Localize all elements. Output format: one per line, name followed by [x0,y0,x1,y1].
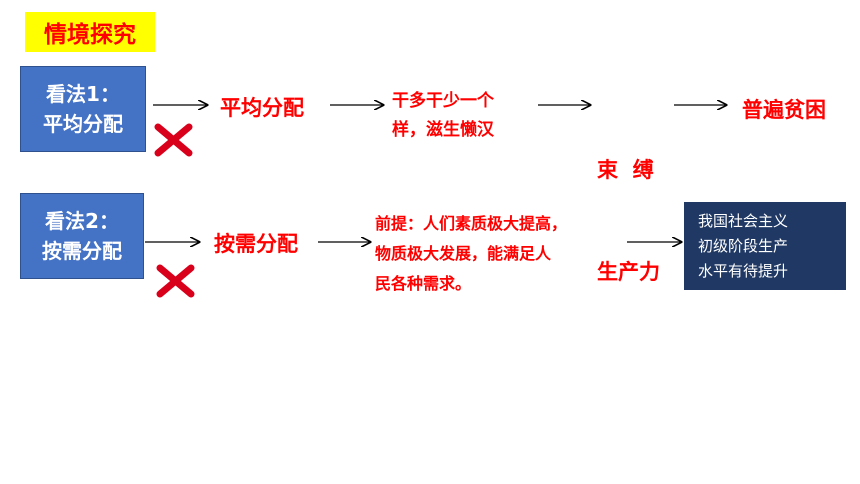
view2-premise: 前提：人们素质极大提高， 物质极大发展，能满足人 民各种需求。 [375,209,567,299]
view1-step3: 束 缚 生产力 [597,85,660,323]
view2-label-line1: 看法2： [45,209,119,233]
view1-step2: 干多干少一个 样，滋生懒汉 [392,87,494,145]
view2-premise-line1: 前提：人们素质极大提高， [375,214,568,233]
view2-label-box: 看法2： 按需分配 [20,193,144,279]
section-title: 情境探究 [25,12,155,52]
view2-step1: 按需分配 [214,232,298,256]
view2-label-line2: 按需分配 [42,239,122,263]
reject-x-icon [156,264,195,298]
view1-label-line1: 看法1： [46,82,120,106]
view1-step2-line1: 干多干少一个 [392,91,494,111]
view1-label-line2: 平均分配 [43,112,123,136]
view2-conclusion-line3: 水平有待提升 [698,261,789,280]
reject-x-icon [154,123,193,157]
view1-step3-line1: 束 缚 [597,158,654,182]
view1-step4: 普遍贫困 [742,98,826,122]
view1-step1: 平均分配 [220,96,304,120]
view1-step3-line2: 生产力 [597,260,660,284]
view2-conclusion-line1: 我国社会主义 [698,211,789,230]
view1-label-box: 看法1： 平均分配 [20,66,146,152]
view2-conclusion-line2: 初级阶段生产 [698,236,789,255]
view2-premise-line3: 民各种需求。 [375,274,472,293]
view2-premise-line2: 物质极大发展，能满足人 [375,244,552,263]
view1-step2-line2: 样，滋生懒汉 [392,120,494,140]
view2-conclusion-box: 我国社会主义 初级阶段生产 水平有待提升 [684,202,846,290]
